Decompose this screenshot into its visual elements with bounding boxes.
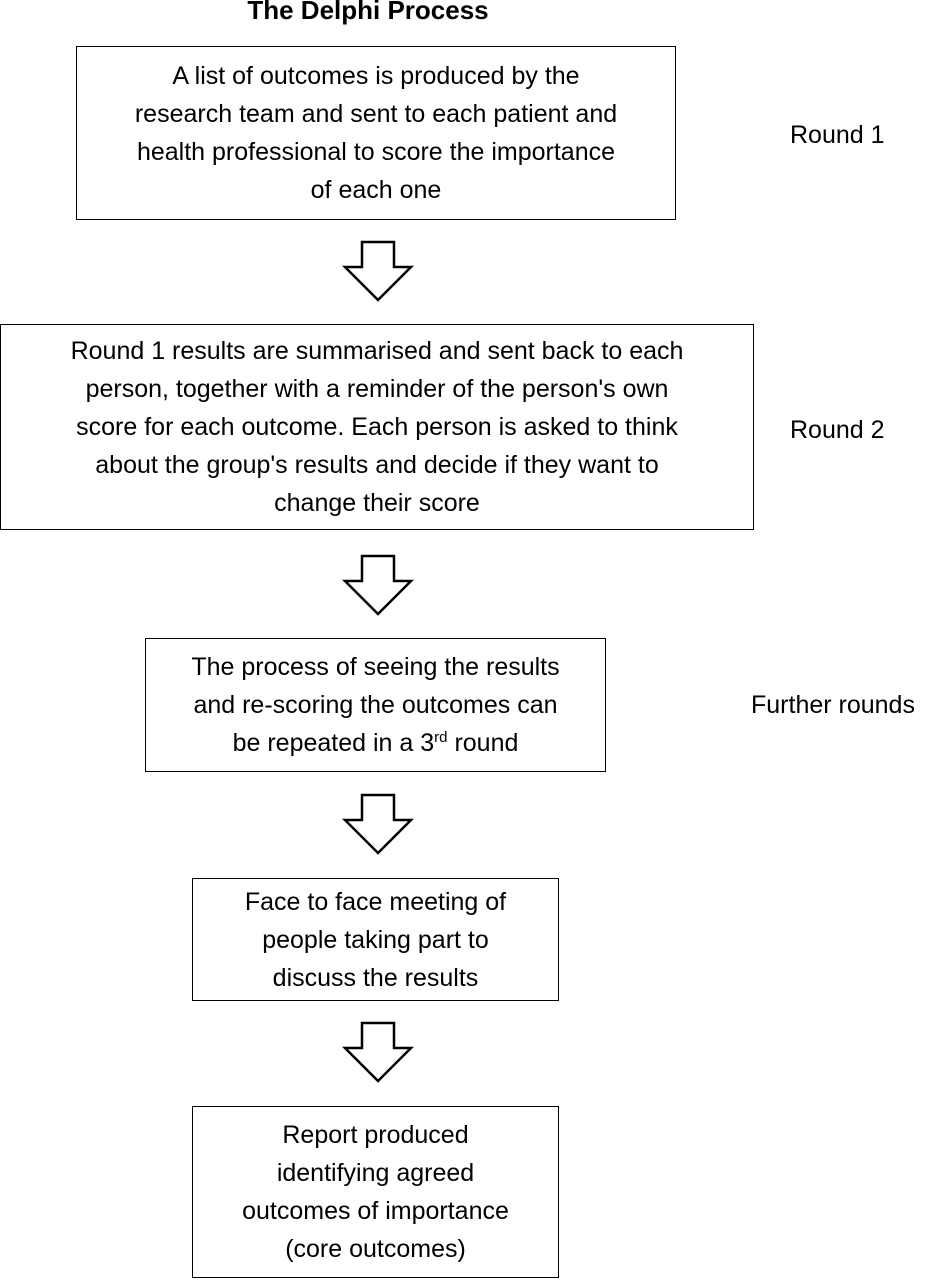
step-text-line: research team and sent to each patient a… bbox=[134, 100, 618, 128]
step-text-line: Report produced bbox=[282, 1121, 469, 1149]
step-text-line-with-superscript: be repeated in a 3rd round bbox=[233, 724, 519, 762]
further-rounds-label: Further rounds bbox=[751, 691, 915, 719]
step-text-line: The process of seeing the results bbox=[191, 653, 560, 681]
diagram-title: The Delphi Process bbox=[247, 0, 489, 25]
down-arrow-icon bbox=[342, 240, 414, 302]
step-text-line: health professional to score the importa… bbox=[136, 138, 616, 166]
round-1-label: Round 1 bbox=[790, 121, 885, 149]
step-text-line: Face to face meeting of bbox=[244, 887, 507, 916]
round-2-label: Round 2 bbox=[790, 416, 885, 444]
step-text-line: of each one bbox=[310, 176, 442, 204]
step-text-line: change their score bbox=[274, 489, 480, 517]
step-text-line: about the group's results and decide if … bbox=[95, 451, 659, 479]
step-text-line: person, together with a reminder of the … bbox=[85, 375, 669, 403]
step-text-line: people taking part to bbox=[262, 925, 489, 954]
step-text-line: outcomes of importance bbox=[242, 1197, 509, 1225]
step-text-line: discuss the results bbox=[272, 963, 479, 992]
step-text-line: (core outcomes) bbox=[285, 1235, 466, 1263]
ordinal-suffix: rd bbox=[434, 729, 448, 746]
down-arrow-icon bbox=[342, 793, 414, 855]
step-box-round-1: A list of outcomes is produced by the re… bbox=[76, 46, 676, 220]
down-arrow-icon bbox=[342, 1021, 414, 1083]
step-text-line: score for each outcome. Each person is a… bbox=[76, 413, 678, 441]
step-box-further-rounds: The process of seeing the results and re… bbox=[145, 638, 606, 772]
step-text-part: round bbox=[447, 729, 519, 757]
step-box-report: Report produced identifying agreed outco… bbox=[192, 1106, 559, 1278]
step-box-meeting: Face to face meeting of people taking pa… bbox=[192, 878, 559, 1001]
step-box-round-2: Round 1 results are summarised and sent … bbox=[0, 324, 754, 530]
step-text-line: A list of outcomes is produced by the bbox=[172, 62, 580, 90]
step-text-line: identifying agreed bbox=[276, 1159, 475, 1187]
step-text-line: and re-scoring the outcomes can bbox=[193, 691, 558, 719]
down-arrow-icon bbox=[342, 554, 414, 616]
step-text-part: be repeated in a 3 bbox=[232, 729, 435, 757]
step-text-line: Round 1 results are summarised and sent … bbox=[70, 337, 684, 365]
